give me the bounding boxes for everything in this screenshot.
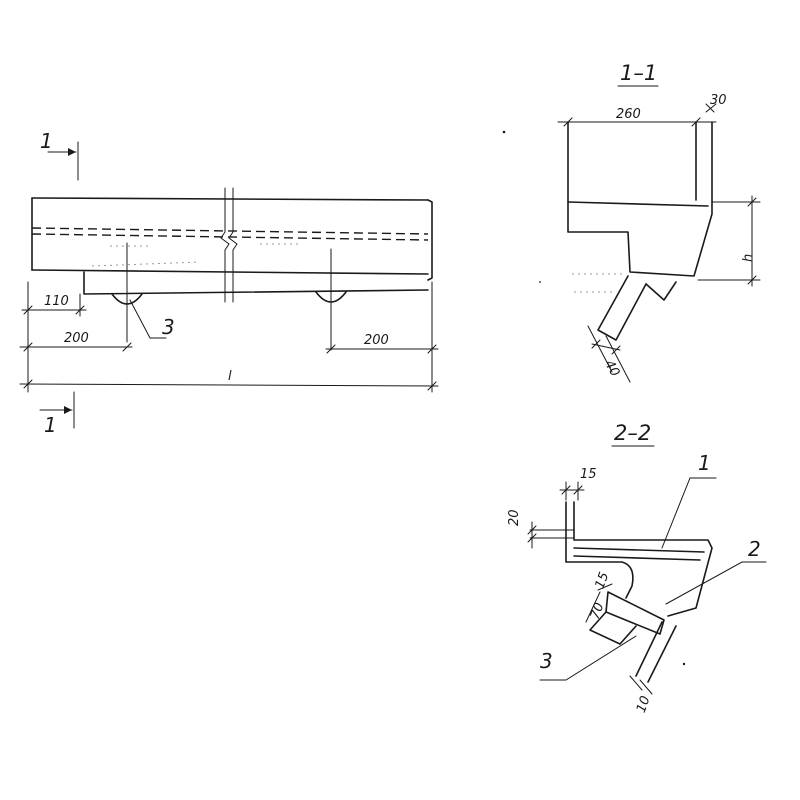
dim-bracket-width: 10 (634, 694, 654, 715)
callout-anchor: 3 (540, 649, 553, 673)
dim-section-height: h (741, 254, 756, 262)
section-mark-top: 1 (40, 129, 79, 181)
dim-section-lip: 30 (710, 93, 727, 108)
section-mark-bottom: 1 (39, 391, 75, 437)
section-1-1: 1–1 260 30 h 40 (557, 61, 761, 383)
elevation-dimensions: 110 200 200 l (19, 281, 439, 393)
section-2-2-title: 2–2 (614, 421, 651, 445)
dim-side-offset: 20 (507, 509, 522, 526)
dim-total-length: l (228, 369, 232, 384)
dim-section-bracket: 40 (601, 358, 622, 380)
section-1-1-title: 1–1 (620, 61, 657, 85)
dim-left-offset: 110 (44, 294, 69, 309)
dim-top-offset: 15 (580, 467, 597, 482)
dim-plate-depth: 70 (588, 601, 608, 622)
speck (502, 130, 506, 134)
speck (682, 662, 686, 666)
dim-left-spacing: 200 (64, 331, 89, 346)
dim-section-width: 260 (616, 107, 641, 122)
callout-anchor-elevation: 3 (162, 315, 175, 339)
speck (539, 281, 541, 283)
beam-elevation (31, 187, 433, 351)
section-2-2: 2–2 15 20 15 70 10 1 2 3 (507, 421, 767, 715)
section-mark-label-bottom: 1 (44, 413, 57, 437)
callout-plate: 2 (748, 537, 761, 561)
section-mark-label-top: 1 (40, 129, 53, 153)
dim-plate-offset: 15 (593, 570, 613, 591)
callout-bar: 1 (698, 451, 711, 475)
dim-right-spacing: 200 (364, 333, 389, 348)
